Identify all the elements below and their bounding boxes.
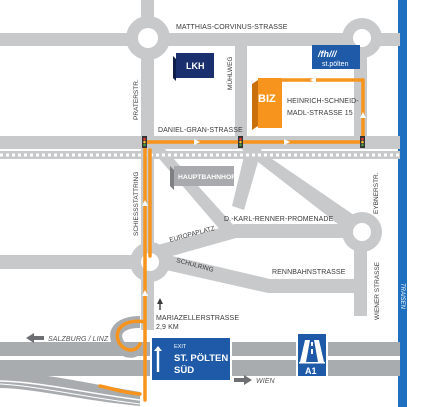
street-rennbahn: RENNBAHNSTRASSE [272,269,346,276]
autobahn-sign: A1 [296,332,328,378]
arrow-east [234,375,252,385]
route-path [98,78,365,402]
roundabouts [126,16,382,282]
exit-sign-line2: SÜD [174,365,194,376]
arrow-west [26,333,44,343]
exit-sign: EXIT ST. PÖLTEN SÜD [150,336,232,382]
arrow-north [157,298,163,310]
mariazeller-label: MARIAZELLERSTRASSE [156,315,239,322]
traffic-lights [142,136,365,148]
autobahn-sign-route: A1 [305,366,317,376]
river-traisen [398,0,407,407]
street-daniel: DANIEL-GRAN-STRASSE [158,127,243,134]
street-renner: D.-KARL-RENNER-PROMENADE [224,216,334,223]
biz-address-line1: HEINRICH-SCHNEID- [287,98,359,105]
street-matthias: MATTHIAS-CORVINUS-STRASSE [176,24,288,31]
building-biz-label: BIZ [258,93,276,105]
building-hbf: HAUPTBAHNHOF [170,166,235,190]
railway [0,151,400,159]
mariazeller-distance: 2,9 KM [156,324,179,331]
street-prater: PRATERSTR. [133,79,140,120]
route-arrows [142,77,366,296]
street-eybner: EYBNERSTR. [373,172,380,214]
highway-direction-east: WIEN [256,378,276,385]
street-wiener: WIENER STRASSE [374,261,381,320]
building-fh: /fh/// st.pölten [312,45,360,69]
river-traisen-label: TRAISEN [399,283,405,310]
building-lkh-label: LKH [186,61,205,71]
street-schiess: SCHIESSSTATTRING [133,172,140,236]
building-fh-logo: /fh/// [317,49,338,59]
building-hbf-label: HAUPTBAHNHOF [178,174,235,181]
building-biz: BIZ [252,78,282,130]
building-lkh: LKH [173,53,214,81]
street-muehlweg: MÜHLWEG [226,57,234,90]
exit-sign-line1: ST. PÖLTEN [174,353,228,364]
building-fh-name: st.pölten [322,61,349,68]
biz-address-line2: MADL-STRASSE 15 [287,110,353,117]
exit-sign-small: EXIT [174,344,187,350]
highway-direction-west: SALZBURG / LINZ [48,336,109,343]
